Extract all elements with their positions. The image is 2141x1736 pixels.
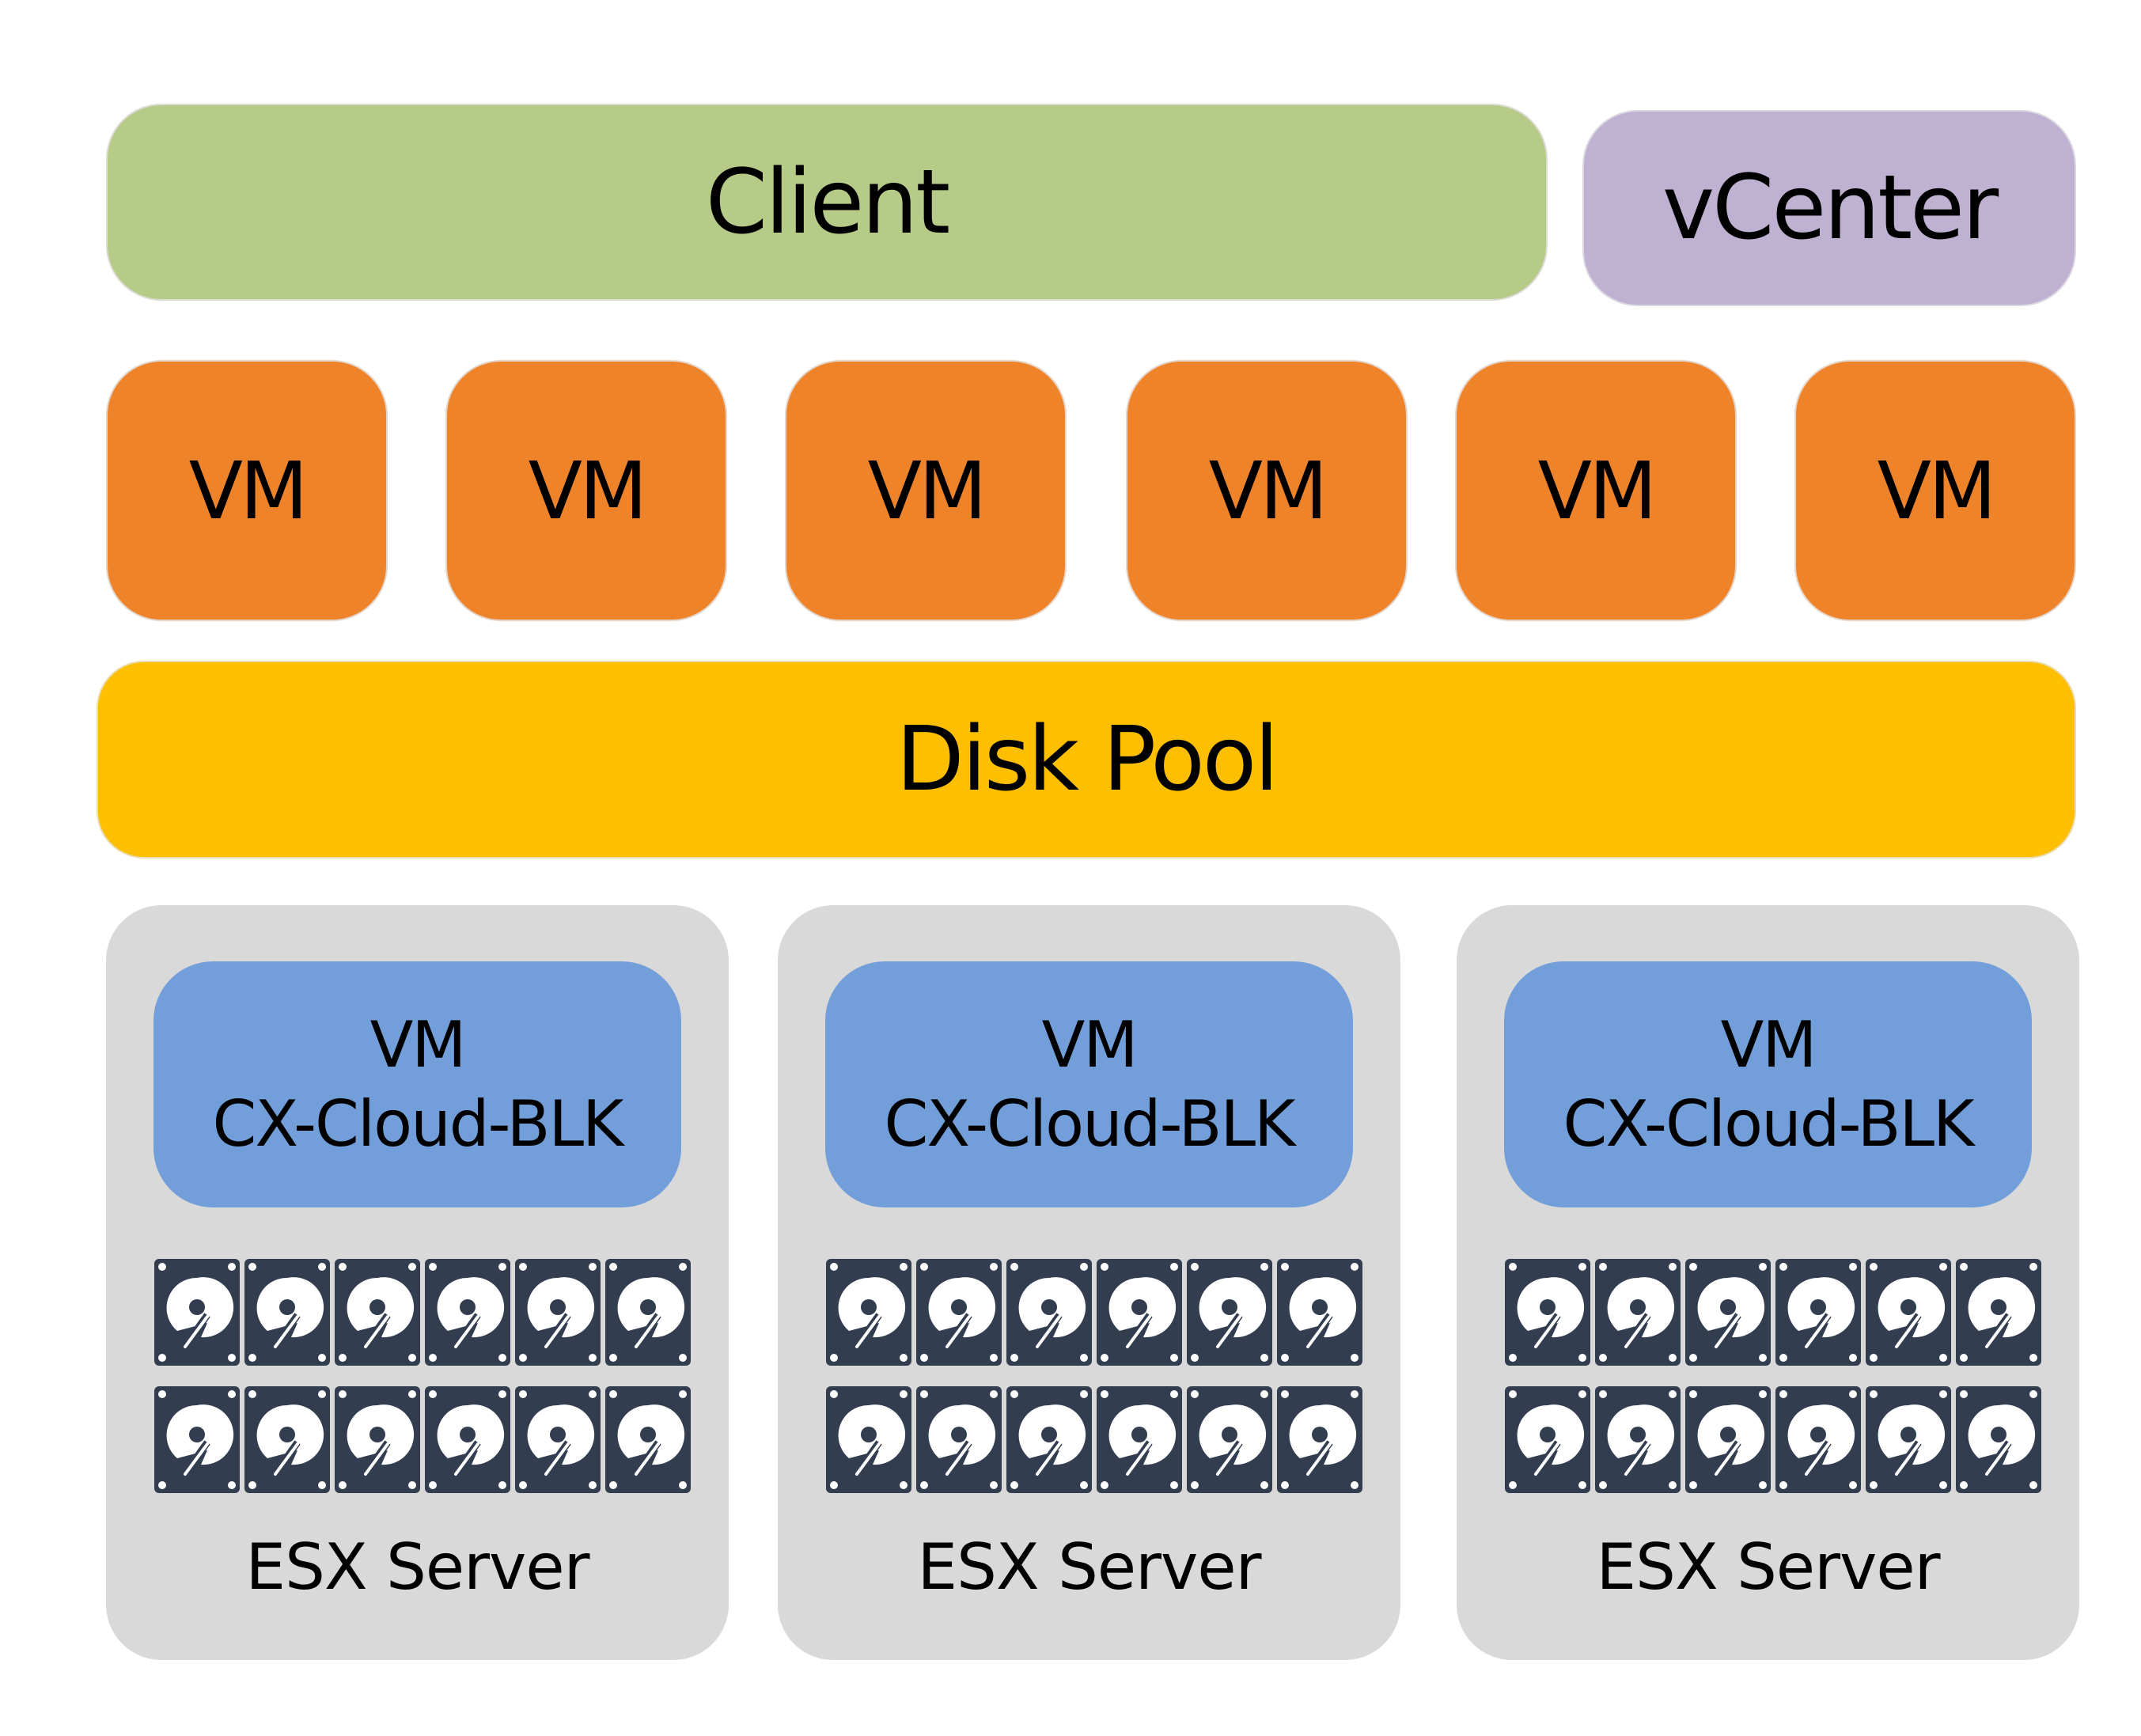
hard-drive-icon	[153, 1385, 241, 1494]
blk-vm-box: VM CX-Cloud-BLK	[153, 961, 681, 1207]
esx-server-label: ESX Server	[245, 1530, 590, 1604]
hard-drive-icon	[1865, 1258, 1952, 1366]
hard-drive-icon	[1594, 1385, 1681, 1494]
hard-drive-icon	[334, 1258, 421, 1366]
hard-drive-icon	[1186, 1385, 1273, 1494]
vm-box: VM	[106, 360, 388, 621]
disk-grid	[1504, 1258, 2044, 1494]
hard-drive-icon	[915, 1385, 1002, 1494]
blk-vm-title: VM	[1041, 1007, 1139, 1082]
hard-drive-icon	[153, 1258, 241, 1366]
hard-drive-icon	[1276, 1385, 1363, 1494]
hard-drive-icon	[1684, 1385, 1772, 1494]
disk-pool-label: Disk Pool	[896, 708, 1279, 811]
blk-vm-box: VM CX-Cloud-BLK	[1504, 961, 2032, 1207]
esx-server-box: VM CX-Cloud-BLK ESX Server	[1457, 905, 2079, 1660]
vm-box: VM	[785, 360, 1067, 621]
vcenter-label: vCenter	[1662, 157, 1999, 260]
blk-vm-name: CX-Cloud-BLK	[212, 1086, 624, 1161]
hard-drive-icon	[1096, 1385, 1183, 1494]
hard-drive-icon	[514, 1385, 601, 1494]
hard-drive-icon	[1096, 1258, 1183, 1366]
vm-label: VM	[867, 444, 987, 537]
hard-drive-icon	[1955, 1258, 2042, 1366]
hard-drive-icon	[1276, 1258, 1363, 1366]
vm-box: VM	[1126, 360, 1408, 621]
hard-drive-icon	[825, 1258, 912, 1366]
disk-grid	[153, 1258, 694, 1494]
blk-vm-title: VM	[1720, 1007, 1817, 1082]
hard-drive-icon	[244, 1258, 331, 1366]
vm-label: VM	[1208, 444, 1328, 537]
hard-drive-icon	[604, 1258, 692, 1366]
hard-drive-icon	[1775, 1385, 1862, 1494]
hard-drive-icon	[1504, 1385, 1591, 1494]
vm-label: VM	[528, 444, 648, 537]
hard-drive-icon	[514, 1258, 601, 1366]
blk-vm-title: VM	[369, 1007, 467, 1082]
blk-vm-name: CX-Cloud-BLK	[884, 1086, 1296, 1161]
vm-box: VM	[1455, 360, 1737, 621]
hard-drive-icon	[424, 1385, 511, 1494]
hard-drive-icon	[244, 1385, 331, 1494]
hard-drive-icon	[1006, 1385, 1093, 1494]
hard-drive-icon	[1504, 1258, 1591, 1366]
hard-drive-icon	[604, 1385, 692, 1494]
vm-label: VM	[1877, 444, 1997, 537]
client-box: Client	[106, 104, 1548, 301]
blk-vm-name: CX-Cloud-BLK	[1563, 1086, 1975, 1161]
client-label: Client	[705, 150, 950, 254]
hard-drive-icon	[334, 1385, 421, 1494]
hard-drive-icon	[1006, 1258, 1093, 1366]
esx-server-label: ESX Server	[917, 1530, 1262, 1604]
hard-drive-icon	[915, 1258, 1002, 1366]
hard-drive-icon	[424, 1258, 511, 1366]
hard-drive-icon	[1775, 1258, 1862, 1366]
vm-label: VM	[1537, 444, 1658, 537]
hard-drive-icon	[825, 1385, 912, 1494]
hard-drive-icon	[1186, 1258, 1273, 1366]
vm-label: VM	[188, 444, 309, 537]
hard-drive-icon	[1684, 1258, 1772, 1366]
disk-pool-box: Disk Pool	[97, 661, 2076, 859]
hard-drive-icon	[1955, 1385, 2042, 1494]
vcenter-box: vCenter	[1582, 110, 2076, 306]
blk-vm-box: VM CX-Cloud-BLK	[825, 961, 1353, 1207]
esx-server-label: ESX Server	[1596, 1530, 1941, 1604]
vm-box: VM	[445, 360, 727, 621]
esx-server-box: VM CX-Cloud-BLK ESX Server	[106, 905, 729, 1660]
vm-box: VM	[1794, 360, 2076, 621]
hard-drive-icon	[1865, 1385, 1952, 1494]
hard-drive-icon	[1594, 1258, 1681, 1366]
disk-grid	[825, 1258, 1366, 1494]
esx-server-box: VM CX-Cloud-BLK ESX Server	[778, 905, 1400, 1660]
